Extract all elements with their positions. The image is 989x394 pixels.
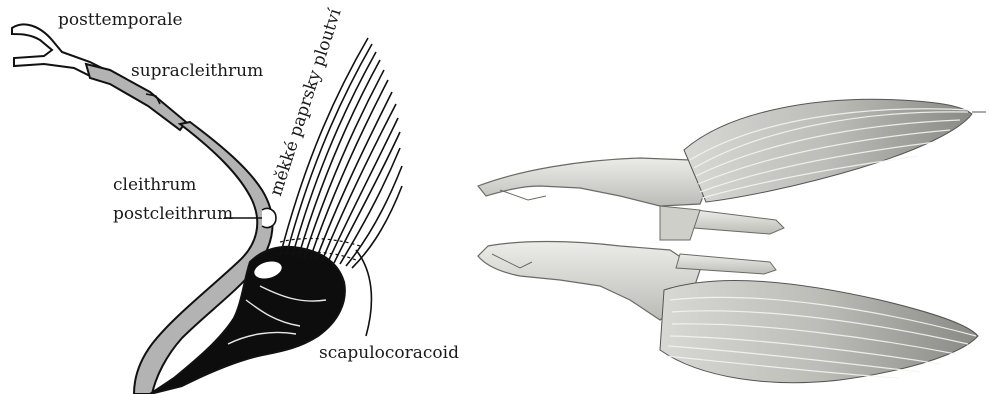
label-cleithrum: cleithrum <box>113 177 196 194</box>
upper-girdle <box>478 99 986 234</box>
trailing-spine <box>356 250 371 336</box>
label-postcleithrum: postcleithrum <box>113 206 233 223</box>
lower-girdle <box>478 242 978 383</box>
postcleithrum-bone <box>262 208 276 227</box>
specimen-photograph <box>478 99 986 382</box>
label-scapulocoracoid: scapulocoracoid <box>319 345 459 362</box>
label-supracleithrum: supracleithrum <box>131 63 263 80</box>
central-connector <box>660 206 700 240</box>
label-posttemporale: posttemporale <box>58 12 183 29</box>
